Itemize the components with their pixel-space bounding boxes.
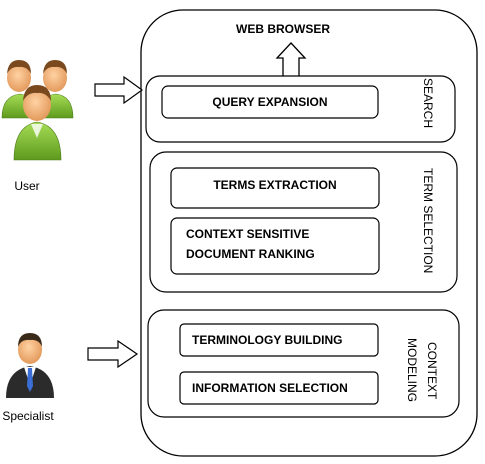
specialist-arrow-icon — [87, 339, 139, 369]
user-label: User — [14, 179, 39, 193]
term-selection-side-label: TERM SELECTION — [421, 168, 435, 273]
specialist-label: Specialist — [2, 409, 54, 423]
user-arrow-icon — [94, 75, 144, 105]
terms-extraction-box — [170, 167, 380, 209]
terminology-building-box — [179, 323, 379, 357]
web-browser-label: WEB BROWSER — [236, 22, 330, 36]
user-group-icon — [1, 60, 74, 161]
context-side-label: CONTEXT — [425, 342, 439, 400]
modeling-side-label: MODELING — [405, 338, 419, 402]
query-expansion-box — [161, 85, 379, 119]
information-selection-label: INFORMATION SELECTION — [192, 381, 348, 395]
specialist-icon — [6, 333, 54, 398]
information-selection-box — [179, 371, 379, 405]
search-side-label: SEARCH — [421, 78, 435, 128]
context-sensitive-ranking-box — [170, 217, 380, 275]
context-sensitive-label: CONTEXT SENSITIVE — [186, 227, 309, 241]
document-ranking-label: DOCUMENT RANKING — [186, 247, 315, 261]
terms-extraction-label: TERMS EXTRACTION — [213, 178, 336, 192]
query-expansion-label: QUERY EXPANSION — [212, 95, 327, 109]
terminology-building-label: TERMINOLOGY BUILDING — [192, 333, 342, 347]
